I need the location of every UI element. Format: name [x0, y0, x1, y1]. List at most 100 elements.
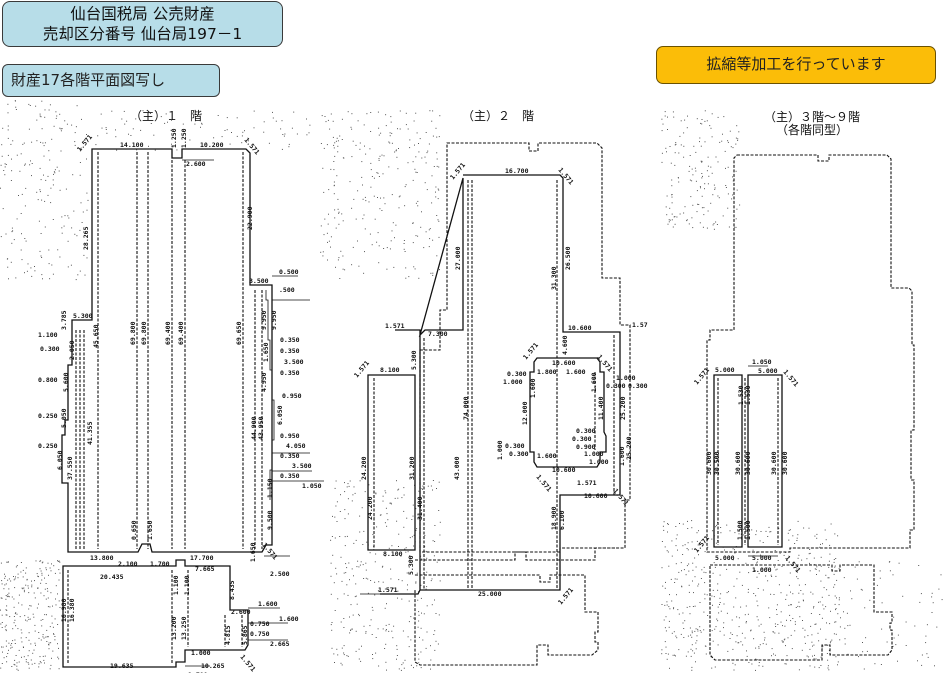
floor-2-label: （主）２ 階 — [462, 109, 535, 123]
dimension-label: 1.100 — [172, 575, 180, 595]
dimension-label: 1.800 — [537, 368, 557, 376]
floor-2-building-outline — [419, 142, 631, 553]
dimension-label: 0.900 — [576, 443, 596, 451]
floor-2-tower-outline — [380, 174, 621, 595]
dimension-label: 0.250 — [38, 412, 58, 420]
dimension-label: 2.600 — [231, 608, 251, 616]
dimension-label: 1.050 — [302, 482, 322, 490]
dimension-label: 6.050 — [276, 405, 284, 425]
dimension-label: 1.571 — [556, 586, 575, 606]
dimension-label: 0.800 — [38, 376, 58, 384]
dimension-label: 0.300 — [606, 382, 626, 390]
dimension-label: 69.800 — [129, 321, 137, 345]
dimension-label: 5.000 — [758, 367, 778, 375]
dimension-label: 1.571 — [378, 586, 398, 594]
dimension-label: 3.785 — [60, 310, 68, 330]
dimension-label: 0.750 — [250, 620, 270, 628]
dimension-label: 0.350 — [280, 336, 300, 344]
dimension-label: 22.900 — [246, 206, 254, 230]
dimension-label: 8.100 — [383, 550, 403, 558]
dimension-label: 0.300 — [505, 442, 525, 450]
dimension-label: 1.571 — [260, 541, 279, 561]
dimension-label: 10.600 — [568, 324, 592, 332]
dimension-label: 1.250 — [170, 128, 178, 148]
dimension-label: 16.980 — [60, 598, 68, 622]
dimension-label: 0.750 — [250, 630, 270, 638]
dimension-label: 0.350 — [280, 472, 300, 480]
dimension-label: 25.200 — [619, 396, 627, 420]
dimension-label: 1.600 — [258, 600, 278, 608]
dimension-label: 24.200 — [366, 496, 374, 520]
dimension-label: 1.050 — [752, 358, 772, 366]
dimension-label: 1.000 — [496, 440, 504, 460]
dimension-label: 69.650 — [235, 321, 243, 345]
dimension-label: 7.300 — [428, 330, 448, 338]
dimension-label: 44.900 — [250, 416, 258, 440]
dimension-label: 1.571 — [692, 366, 711, 386]
floor-2-plan — [360, 142, 631, 666]
dimension-label: 1.571 — [595, 353, 614, 373]
dimension-label: 1.571 — [534, 473, 553, 493]
dimension-label: 1.000 — [589, 458, 609, 466]
dimension-label: 0.300 — [576, 427, 596, 435]
dimension-label: 0.650 — [130, 520, 138, 540]
dimension-label: 1.571 — [692, 534, 711, 554]
dimension-label: 1.000 — [503, 378, 523, 386]
dimension-label: 5.600 — [62, 372, 70, 392]
floor-2-core — [529, 357, 607, 468]
dimension-label: 45.650 — [92, 324, 100, 348]
dimension-label: 27.000 — [454, 246, 462, 270]
dimension-label: 5.300 — [410, 350, 418, 370]
dimension-label: 4.050 — [286, 442, 306, 450]
dimension-label: 0.250 — [38, 442, 58, 450]
dimension-label: 1.000 — [752, 566, 772, 574]
dimension-label: 3.500 — [284, 358, 304, 366]
dimension-label: 31.200 — [408, 456, 416, 480]
dimension-label: 1.57 — [632, 321, 648, 329]
dimension-label: 25.000 — [478, 590, 502, 598]
dimension-label: 1.500 — [736, 520, 744, 540]
dimension-label: 31.300 — [550, 266, 558, 290]
dimension-label: 1.571 — [556, 166, 575, 186]
dimension-label: 0.950 — [280, 432, 300, 440]
dimension-label: 30.600 — [744, 451, 752, 475]
dimension-label: 16.380 — [68, 598, 76, 622]
dimension-label: 30.500 — [713, 451, 721, 475]
dimension-label: 30.600 — [781, 451, 789, 475]
dimension-label: 1.600 — [590, 372, 598, 392]
dimension-label: 5.000 — [715, 366, 735, 374]
dimension-label: 1.571 — [611, 487, 630, 507]
dimension-label: 28.265 — [82, 226, 90, 250]
dimension-label: 24.200 — [360, 456, 368, 480]
dimension-label: 11.400 — [597, 396, 605, 420]
dimension-label: 2.050 — [68, 340, 76, 360]
dimension-label: 5.300 — [407, 555, 415, 575]
dimension-label: 6.100 — [558, 510, 566, 530]
dimension-label: 1.150 — [266, 478, 274, 498]
dimension-label: 14.100 — [120, 141, 144, 149]
floor-1-label: （主）１ 階 — [130, 109, 203, 123]
dimension-label: 5.300 — [73, 312, 93, 320]
dimension-label: 2.600 — [186, 160, 206, 168]
dimension-label: 4.950 — [260, 372, 268, 392]
dimension-label: 10.600 — [552, 359, 576, 367]
dimension-label: 41.355 — [86, 421, 94, 445]
property-title-line1: 仙台国税局 公売財産 — [70, 5, 215, 23]
dimension-label: 19.635 — [110, 662, 134, 670]
dimension-label: 74.000 — [462, 396, 470, 420]
dimension-label: 1.600 — [566, 368, 586, 376]
dimension-label: 2.665 — [270, 640, 290, 648]
dimension-label: 1.500 — [744, 520, 752, 540]
dimension-label: 30.600 — [705, 451, 713, 475]
dimension-label: 30.600 — [770, 451, 778, 475]
dimension-label: 2.500 — [270, 570, 290, 578]
dimension-label: 37.550 — [66, 456, 74, 480]
dimension-label: 1.571 — [385, 322, 405, 330]
dimension-label: 1.250 — [180, 128, 188, 148]
dimension-label: 69.400 — [164, 321, 172, 345]
dimension-label: 0.300 — [509, 450, 529, 458]
dimension-label: 10.600 — [584, 492, 608, 500]
dimension-label: 1.600 — [529, 378, 537, 398]
floor-3-9-plan — [706, 154, 915, 661]
dimension-label: 10.600 — [552, 466, 576, 474]
